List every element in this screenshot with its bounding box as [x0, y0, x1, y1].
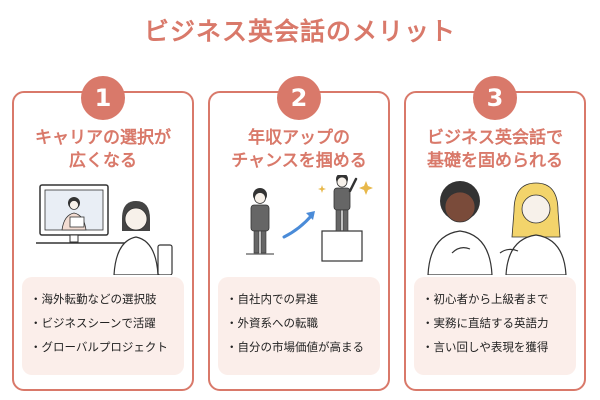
card-title-line: 基礎を固められる	[427, 151, 563, 171]
benefit-list: 初心者から上級者まで 実務に直結する英語力 言い回しや表現を獲得	[414, 277, 576, 375]
page-title: ビジネス英会話のメリット	[143, 17, 456, 46]
benefit-card-foundation: 3 ビジネス英会話で 基礎を固められる 初心者から上級者まで 実務に直結する英語…	[404, 76, 586, 391]
card-title-line: チャンスを掴める	[231, 151, 367, 171]
list-item: 海外転勤などの選択肢	[30, 287, 178, 311]
number-badge: 2	[277, 76, 321, 120]
list-item: 実務に直結する英語力	[422, 311, 570, 335]
benefit-list: 海外転勤などの選択肢 ビジネスシーンで活躍 グローバルプロジェクト	[22, 277, 184, 375]
card-title: キャリアの選択が 広くなる	[14, 127, 192, 173]
list-item: グローバルプロジェクト	[30, 335, 178, 359]
card-title: 年収アップの チャンスを掴める	[210, 127, 388, 173]
card-title-line: 年収アップの	[248, 128, 350, 148]
card-title: ビジネス英会話で 基礎を固められる	[406, 127, 584, 173]
conversation-illustration	[427, 181, 567, 275]
career-step-up-illustration	[246, 175, 373, 262]
list-item: 自社内での昇進	[226, 287, 374, 311]
list-item: 言い回しや表現を獲得	[422, 335, 570, 359]
card-title-line: 広くなる	[69, 151, 137, 171]
list-item: 自分の市場価値が高まる	[226, 335, 374, 359]
number-badge: 1	[81, 76, 125, 120]
card-title-line: キャリアの選択が	[35, 128, 171, 148]
card-title-line: ビジネス英会話で	[427, 128, 563, 148]
list-item: 初心者から上級者まで	[422, 287, 570, 311]
benefit-card-career: 1 キャリアの選択が 広くなる 海外転勤などの選択肢 ビジネスシーンで活躍 グロ…	[12, 76, 194, 391]
list-item: ビジネスシーンで活躍	[30, 311, 178, 335]
number-badge: 3	[473, 76, 517, 120]
list-item: 外資系への転職	[226, 311, 374, 335]
benefit-card-income: 2 年収アップの チャンスを掴める 自社内での昇進 外資系への転職 自分の市場価…	[208, 76, 390, 391]
benefit-list: 自社内での昇進 外資系への転職 自分の市場価値が高まる	[218, 277, 380, 375]
video-call-illustration	[36, 184, 173, 275]
